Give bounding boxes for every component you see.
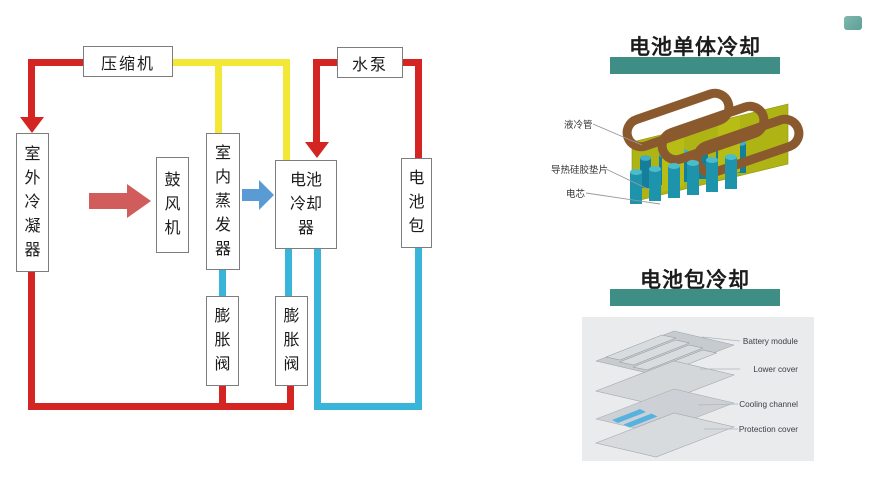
- box-battery-pack-label: 电池包: [408, 170, 425, 235]
- water-line-to-chiller: [313, 59, 320, 144]
- box-evaporator-label: 室内蒸发器: [214, 144, 231, 258]
- water-line-pump-left: [313, 59, 339, 66]
- water-arrowhead-chiller-icon: [305, 142, 329, 158]
- box-compressor-label: 压缩机: [100, 55, 155, 73]
- hot-arrowhead-condenser-icon: [20, 117, 44, 133]
- box-pump: 水泵: [337, 47, 403, 78]
- box-pump-label: 水泵: [351, 56, 388, 74]
- box-battery-pack: 电池包: [401, 158, 432, 248]
- cold-line-evaporator-valve1: [219, 267, 226, 298]
- box-condenser: 室外冷凝器: [16, 133, 49, 272]
- hot-line-compressor-left: [28, 59, 86, 66]
- label-cooling-channel: Cooling channel: [739, 400, 798, 409]
- cell-cooling-title: 电池单体冷却: [629, 36, 761, 59]
- box-blower-label: 鼓风机: [164, 172, 181, 237]
- box-battery-chiller: 电池冷却器: [275, 160, 337, 249]
- cell-cooling-illustration: 液冷管 导热硅胶垫片 电芯: [551, 88, 804, 205]
- pack-cooling-title-bar: [610, 289, 780, 306]
- gas-line-horizontal: [171, 59, 290, 66]
- protection-cover-layer: [594, 412, 736, 458]
- box-expansion-valve-1-label: 膨胀阀: [214, 308, 231, 373]
- cold-line-chiller-valve2: [285, 247, 292, 298]
- hot-line-to-valve1: [219, 384, 226, 410]
- box-blower: 鼓风机: [156, 157, 189, 253]
- label-battery-module: Battery module: [743, 337, 799, 346]
- label-battery-cell: 电芯: [566, 188, 586, 200]
- box-compressor: 压缩机: [83, 46, 173, 77]
- label-liquid-cooling-tube: 液冷管: [564, 119, 593, 131]
- coolant-line-bottom: [314, 403, 422, 410]
- pack-pointer-lines: [697, 336, 741, 430]
- hot-line-condenser-down: [28, 270, 35, 407]
- hot-air-arrow-icon: [89, 184, 151, 218]
- box-battery-chiller-label: 电池冷却器: [289, 171, 322, 237]
- watermark-logo: [844, 16, 862, 30]
- box-expansion-valve-2-label: 膨胀阀: [283, 308, 300, 373]
- gas-line-to-evaporator: [215, 59, 222, 135]
- pack-cooling-illustration: Battery module Lower cover Cooling chann…: [582, 317, 814, 461]
- hot-line-to-valve2: [287, 384, 294, 410]
- pack-cooling-title: 电池包冷却: [640, 269, 750, 292]
- box-expansion-valve-2: 膨胀阀: [275, 296, 308, 386]
- cooling-tube-loops: [622, 88, 804, 178]
- water-line-pump-right: [400, 59, 422, 66]
- box-expansion-valve-1: 膨胀阀: [206, 296, 239, 386]
- box-condenser-label: 室外冷凝器: [24, 145, 41, 259]
- cell-pointer-lines: [585, 123, 661, 205]
- lower-cover-layer: [594, 360, 736, 406]
- label-protection-cover: Protection cover: [739, 425, 798, 434]
- label-lower-cover: Lower cover: [753, 365, 798, 374]
- hot-line-bottom: [28, 403, 294, 410]
- box-evaporator: 室内蒸发器: [206, 133, 240, 270]
- cell-cooling-title-bar: [610, 57, 780, 74]
- water-line-to-pack: [415, 59, 422, 160]
- coolant-line-chiller-down: [314, 247, 321, 410]
- gas-line-to-chiller: [283, 59, 290, 162]
- coolant-line-pack-down: [415, 246, 422, 410]
- hot-line-to-condenser: [28, 59, 35, 120]
- label-thermal-silicone-pad: 导热硅胶垫片: [551, 164, 608, 176]
- cold-air-arrow-icon: [242, 180, 274, 210]
- battery-cells-front: [630, 154, 737, 204]
